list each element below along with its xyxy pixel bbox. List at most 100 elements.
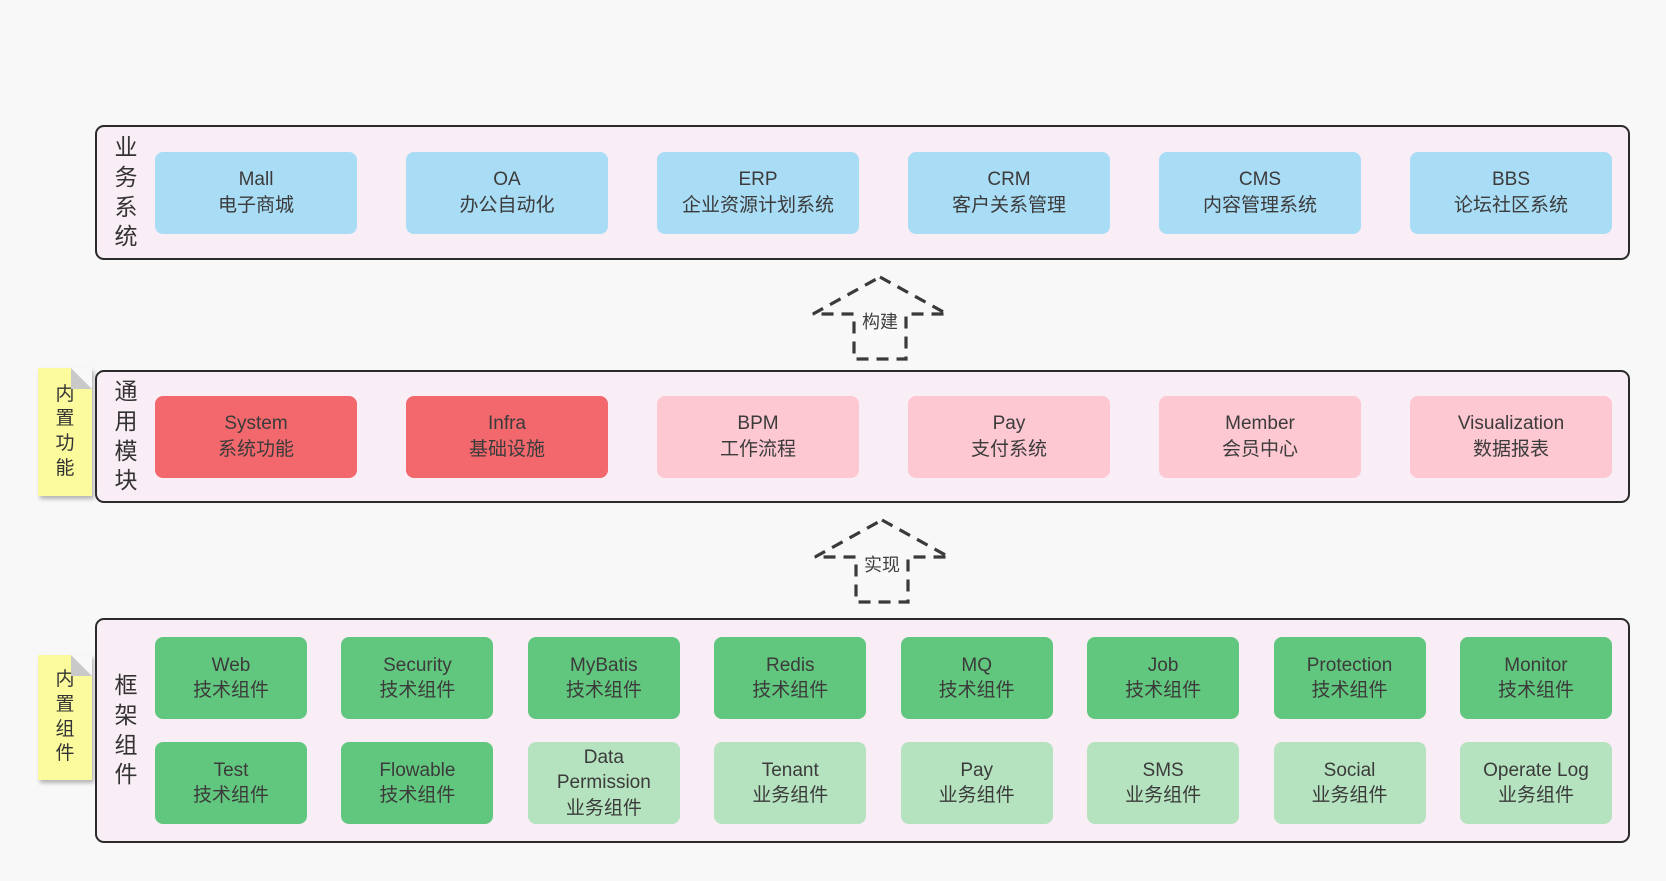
box-mall-name: Mall [238,169,274,191]
box-social-desc: 业务组件 [1311,785,1388,806]
box-social-name: Social [1323,759,1376,781]
box-tenant-name: Tenant [761,759,819,781]
box-data-permission: Data Permission 业务组件 [527,742,680,824]
arrow-implement: 实现 [812,517,952,605]
layer-label-modules-text: 通用模块 [114,377,138,494]
box-bbs: BBS 论坛社区系统 [1410,151,1612,234]
box-visualization-name: Visualization [1457,413,1565,435]
box-monitor: Monitor 技术组件 [1459,637,1612,719]
box-pay-component: Pay 业务组件 [900,742,1053,824]
box-redis: Redis 技术组件 [714,637,867,719]
arrow-build-label: 构建 [858,306,902,336]
box-security: Security 技术组件 [341,637,494,719]
framework-row-1: Web 技术组件 Security 技术组件 MyBatis 技术组件 Redi… [155,637,1612,719]
box-erp-name: ERP [738,169,778,191]
arrow-implement-label: 实现 [860,549,904,579]
box-web-desc: 技术组件 [192,680,269,701]
box-bpm: BPM 工作流程 [657,395,859,478]
layer-label-framework-text: 框架组件 [114,671,138,788]
box-job: Job 技术组件 [1087,637,1240,719]
box-job-name: Job [1147,654,1179,676]
modules-boxes-row: System 系统功能 Infra 基础设施 BPM 工作流程 Pay 支付系统… [155,372,1612,501]
box-tenant: Tenant 业务组件 [714,742,867,824]
box-job-desc: 技术组件 [1125,680,1202,701]
box-erp: ERP 企业资源计划系统 [657,151,859,234]
box-sms: SMS 业务组件 [1087,742,1240,824]
box-tenant-desc: 业务组件 [752,785,829,806]
box-operate-log-name: Operate Log [1483,759,1589,781]
box-data-permission-name: Data Permission [556,747,651,794]
box-pay-module: Pay 支付系统 [908,395,1110,478]
layer-label-framework: 框架组件 [97,620,155,841]
box-mq-name: MQ [961,654,992,676]
box-mq: MQ 技术组件 [900,637,1053,719]
box-infra-desc: 基础设施 [468,438,545,460]
box-pay-module-desc: 支付系统 [970,438,1047,460]
layer-label-business-text: 业务系统 [114,133,138,250]
layer-common-modules: 通用模块 System 系统功能 Infra 基础设施 BPM 工作流程 Pay… [95,370,1630,503]
box-mybatis-name: MyBatis [570,654,638,676]
box-security-desc: 技术组件 [379,680,456,701]
box-system: System 系统功能 [155,395,357,478]
box-pay-module-name: Pay [992,413,1026,435]
box-member-name: Member [1225,413,1295,435]
box-bpm-desc: 工作流程 [719,438,796,460]
box-flowable-name: Flowable [379,759,456,781]
box-test: Test 技术组件 [155,742,307,824]
box-visualization-desc: 数据报表 [1472,438,1549,460]
business-boxes-row: Mall 电子商城 OA 办公自动化 ERP 企业资源计划系统 CRM 客户关系… [155,127,1612,258]
layer-label-business: 业务系统 [97,127,155,258]
box-mybatis: MyBatis 技术组件 [527,637,680,719]
box-pay-component-desc: 业务组件 [938,785,1015,806]
box-cms-desc: 内容管理系统 [1202,194,1317,216]
box-cms: CMS 内容管理系统 [1159,151,1361,234]
box-protection-name: Protection [1306,654,1393,676]
box-pay-component-name: Pay [960,759,994,781]
box-operate-log: Operate Log 业务组件 [1459,742,1612,824]
box-infra-name: Infra [487,413,527,435]
box-crm: CRM 客户关系管理 [908,151,1110,234]
box-member-desc: 会员中心 [1221,438,1298,460]
box-system-name: System [224,413,288,435]
arrow-build: 构建 [810,274,950,362]
box-sms-name: SMS [1142,759,1184,781]
box-mall: Mall 电子商城 [155,151,357,234]
box-member: Member 会员中心 [1159,395,1361,478]
framework-rows: Web 技术组件 Security 技术组件 MyBatis 技术组件 Redi… [155,620,1612,841]
box-cms-name: CMS [1238,169,1282,191]
box-erp-desc: 企业资源计划系统 [681,194,834,216]
box-security-name: Security [383,654,452,676]
box-oa: OA 办公自动化 [406,151,608,234]
box-redis-desc: 技术组件 [752,680,829,701]
box-sms-desc: 业务组件 [1125,785,1202,806]
box-web-name: Web [211,654,251,676]
box-web: Web 技术组件 [155,637,307,719]
box-visualization: Visualization 数据报表 [1410,395,1612,478]
layer-label-modules: 通用模块 [97,372,155,501]
layer-framework-components: 框架组件 Web 技术组件 Security 技术组件 MyBatis 技术组件… [95,618,1630,843]
box-data-permission-desc: 业务组件 [565,797,642,819]
box-infra: Infra 基础设施 [406,395,608,478]
box-oa-name: OA [493,169,521,191]
box-bbs-name: BBS [1491,169,1531,191]
box-test-desc: 技术组件 [192,785,269,806]
box-flowable: Flowable 技术组件 [341,742,494,824]
box-monitor-name: Monitor [1504,654,1568,676]
box-test-name: Test [213,759,249,781]
box-mybatis-desc: 技术组件 [565,680,642,701]
dashed-up-arrow-icon [812,275,948,361]
note-built-in-functions-text: 内置功能 [55,383,75,479]
box-protection: Protection 技术组件 [1273,637,1426,719]
box-oa-desc: 办公自动化 [459,194,555,216]
box-crm-desc: 客户关系管理 [951,194,1066,216]
note-built-in-functions: 内置功能 [38,368,92,496]
box-monitor-desc: 技术组件 [1497,680,1574,701]
box-bpm-name: BPM [737,413,779,435]
box-bbs-desc: 论坛社区系统 [1453,194,1568,216]
layer-business-systems: 业务系统 Mall 电子商城 OA 办公自动化 ERP 企业资源计划系统 CRM… [95,125,1630,260]
box-protection-desc: 技术组件 [1311,680,1388,701]
box-flowable-desc: 技术组件 [379,785,456,806]
box-system-desc: 系统功能 [217,438,294,460]
framework-row-2: Test 技术组件 Flowable 技术组件 Data Permission … [155,742,1612,824]
